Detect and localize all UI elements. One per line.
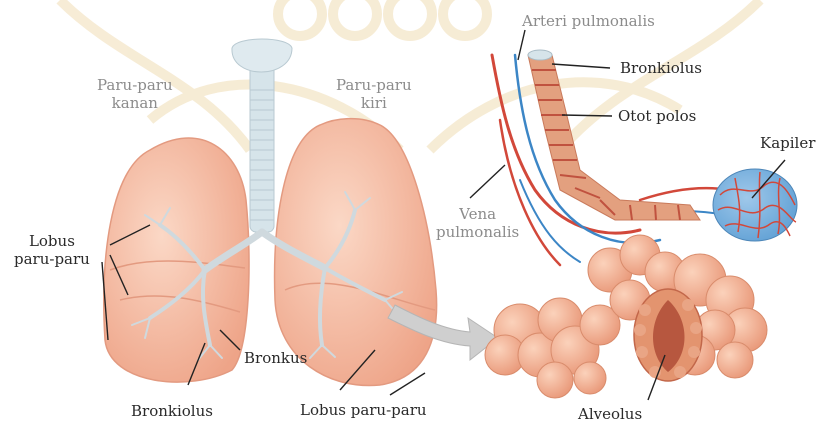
label-lobus-bottom: Lobus paru-paru <box>300 401 427 419</box>
alveolus-section <box>634 289 702 381</box>
right-lung <box>104 138 249 382</box>
alveoli-clusters <box>485 235 767 398</box>
label-arteri: Arteri pulmonalis <box>522 12 655 30</box>
label-otot: Otot polos <box>618 107 696 125</box>
pointer-bronkiolus-right <box>552 64 610 68</box>
label-paru-kiri: Paru-paru kiri <box>336 76 412 112</box>
label-bronkus: Bronkus <box>244 349 307 367</box>
pointer-vena <box>470 165 505 198</box>
label-alveolus: Alveolus <box>578 405 642 423</box>
label-paru-kiri-text: Paru-paru kiri <box>336 76 412 112</box>
label-vena: Vena pulmonalis <box>436 205 519 241</box>
label-vena-text: Vena pulmonalis <box>436 205 519 241</box>
pointer-arteri <box>518 30 525 60</box>
pointer-otot <box>562 115 612 116</box>
label-lobus-left: Lobus paru-paru <box>14 232 90 268</box>
label-paru-kanan-text: Paru-paru kanan <box>97 76 173 112</box>
label-lobus-left-text: Lobus paru-paru <box>14 232 90 268</box>
label-bronkiolus-left: Bronkiolus <box>131 402 213 420</box>
capillary-cluster <box>713 169 797 241</box>
label-kapiler: Kapiler <box>760 134 815 152</box>
label-bronkiolus-right: Bronkiolus <box>620 59 702 77</box>
label-paru-kanan: Paru-paru kanan <box>97 76 173 112</box>
